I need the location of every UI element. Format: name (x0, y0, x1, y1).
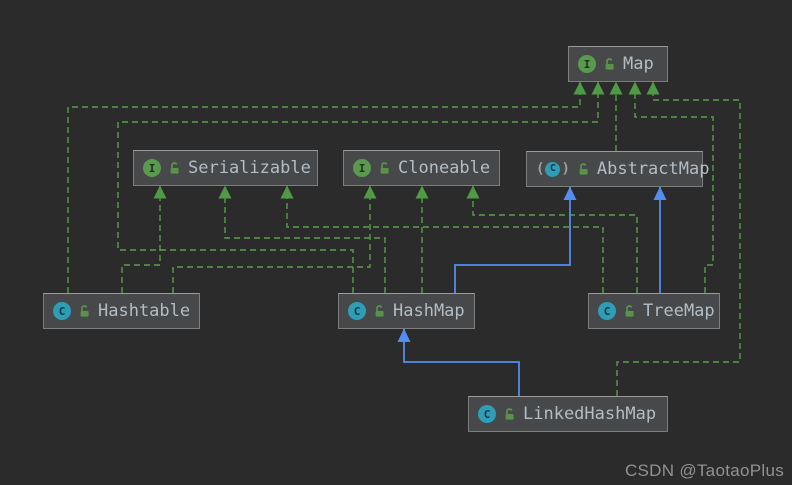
interface-icon: I (143, 159, 161, 177)
class-name-label: HashMap (393, 300, 465, 321)
node-map[interactable]: I Map (568, 46, 668, 82)
class-name-label: Map (623, 53, 654, 74)
implements-edge-hashmap-to-serializable (218, 185, 386, 293)
class-name-label: LinkedHashMap (523, 403, 657, 424)
unlocked-icon (603, 57, 616, 71)
unlocked-icon (503, 407, 516, 421)
watermark: CSDN @TaotaoPlus (624, 461, 784, 480)
implements-edge-linkedhashmap-to-map (616, 81, 741, 396)
implements-edge-hashtable-to-map (67, 81, 587, 293)
extends-edge-linkedhashmap-to-hashmap (397, 328, 520, 396)
implements-edge-treemap-to-serializable (280, 185, 604, 293)
node-hashmap[interactable]: C HashMap (338, 293, 475, 329)
unlocked-icon (378, 161, 391, 175)
node-serializable[interactable]: I Serializable (133, 150, 318, 186)
unlocked-icon (168, 161, 181, 175)
class-name-label: Cloneable (398, 157, 491, 178)
node-abstractmap[interactable]: (C) AbstractMap (526, 151, 709, 187)
unlocked-icon (623, 304, 636, 318)
node-linkedhashmap[interactable]: C LinkedHashMap (468, 396, 668, 432)
class-icon: C (478, 405, 496, 423)
interface-icon: I (353, 159, 371, 177)
class-icon: C (53, 302, 71, 320)
implements-edge-hashtable-to-cloneable (172, 185, 377, 293)
unlocked-icon (373, 304, 386, 318)
interface-icon: I (578, 55, 596, 73)
node-cloneable[interactable]: I Cloneable (343, 150, 500, 186)
class-name-label: Hashtable (98, 300, 191, 321)
node-treemap[interactable]: C TreeMap (588, 293, 720, 329)
class-name-label: AbstractMap (596, 158, 710, 179)
class-name-label: Serializable (188, 157, 311, 178)
class-name-label: TreeMap (643, 300, 715, 321)
implements-edge-treemap-to-cloneable (466, 185, 638, 293)
unlocked-icon (577, 162, 590, 176)
class-icon: C (598, 302, 616, 320)
implements-edge-hashmap-to-map (117, 81, 605, 293)
unlocked-icon (78, 304, 91, 318)
implements-edge-hashtable-to-serializable (121, 185, 167, 293)
node-hashtable[interactable]: C Hashtable (43, 293, 200, 329)
implements-edge-treemap-to-map (628, 81, 714, 293)
extends-edge-hashmap-to-abstractmap (454, 186, 577, 293)
abstract-class-icon: (C) (536, 161, 570, 177)
class-icon: C (348, 302, 366, 320)
